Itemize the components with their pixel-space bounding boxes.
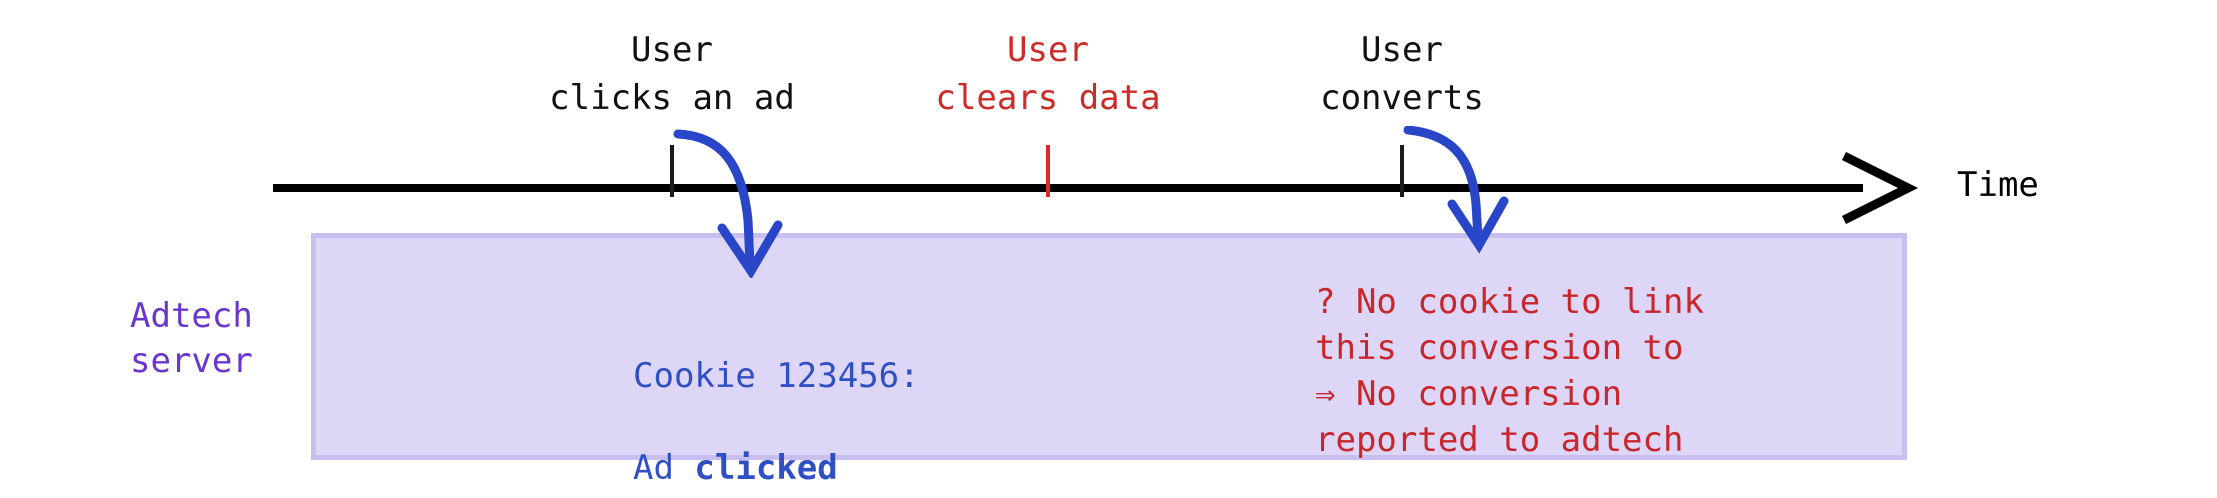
server-entry-no-conversion: ? No cookie to link this conversion to ⇒…: [1315, 282, 1704, 460]
cookie-log-line-2-strong: clicked: [694, 448, 838, 488]
event-label-user-converts: User converts: [1320, 30, 1484, 118]
tick-user-converts: [1400, 145, 1404, 197]
arrow-right-icon: [1840, 151, 1920, 225]
cookie-log-line-1: Cookie 123456:: [633, 356, 920, 396]
cookie-log-line-2-prefix: Ad: [633, 448, 695, 488]
server-entry-cookie-log: Cookie 123456: Ad clicked: [633, 307, 920, 498]
tick-user-clears-data: [1046, 145, 1050, 197]
time-axis-label: Time: [1957, 165, 2039, 205]
adtech-server-box: [311, 233, 1907, 460]
cookie-log-line-2: Ad clicked: [633, 445, 920, 491]
event-label-user-clears-data: User clears data: [935, 30, 1161, 118]
adtech-server-label: Adtech server: [130, 296, 253, 381]
timeline-axis: [273, 184, 1863, 192]
event-label-user-clicks-an-ad: User clicks an ad: [549, 30, 795, 118]
tick-user-clicks-an-ad: [670, 145, 674, 197]
